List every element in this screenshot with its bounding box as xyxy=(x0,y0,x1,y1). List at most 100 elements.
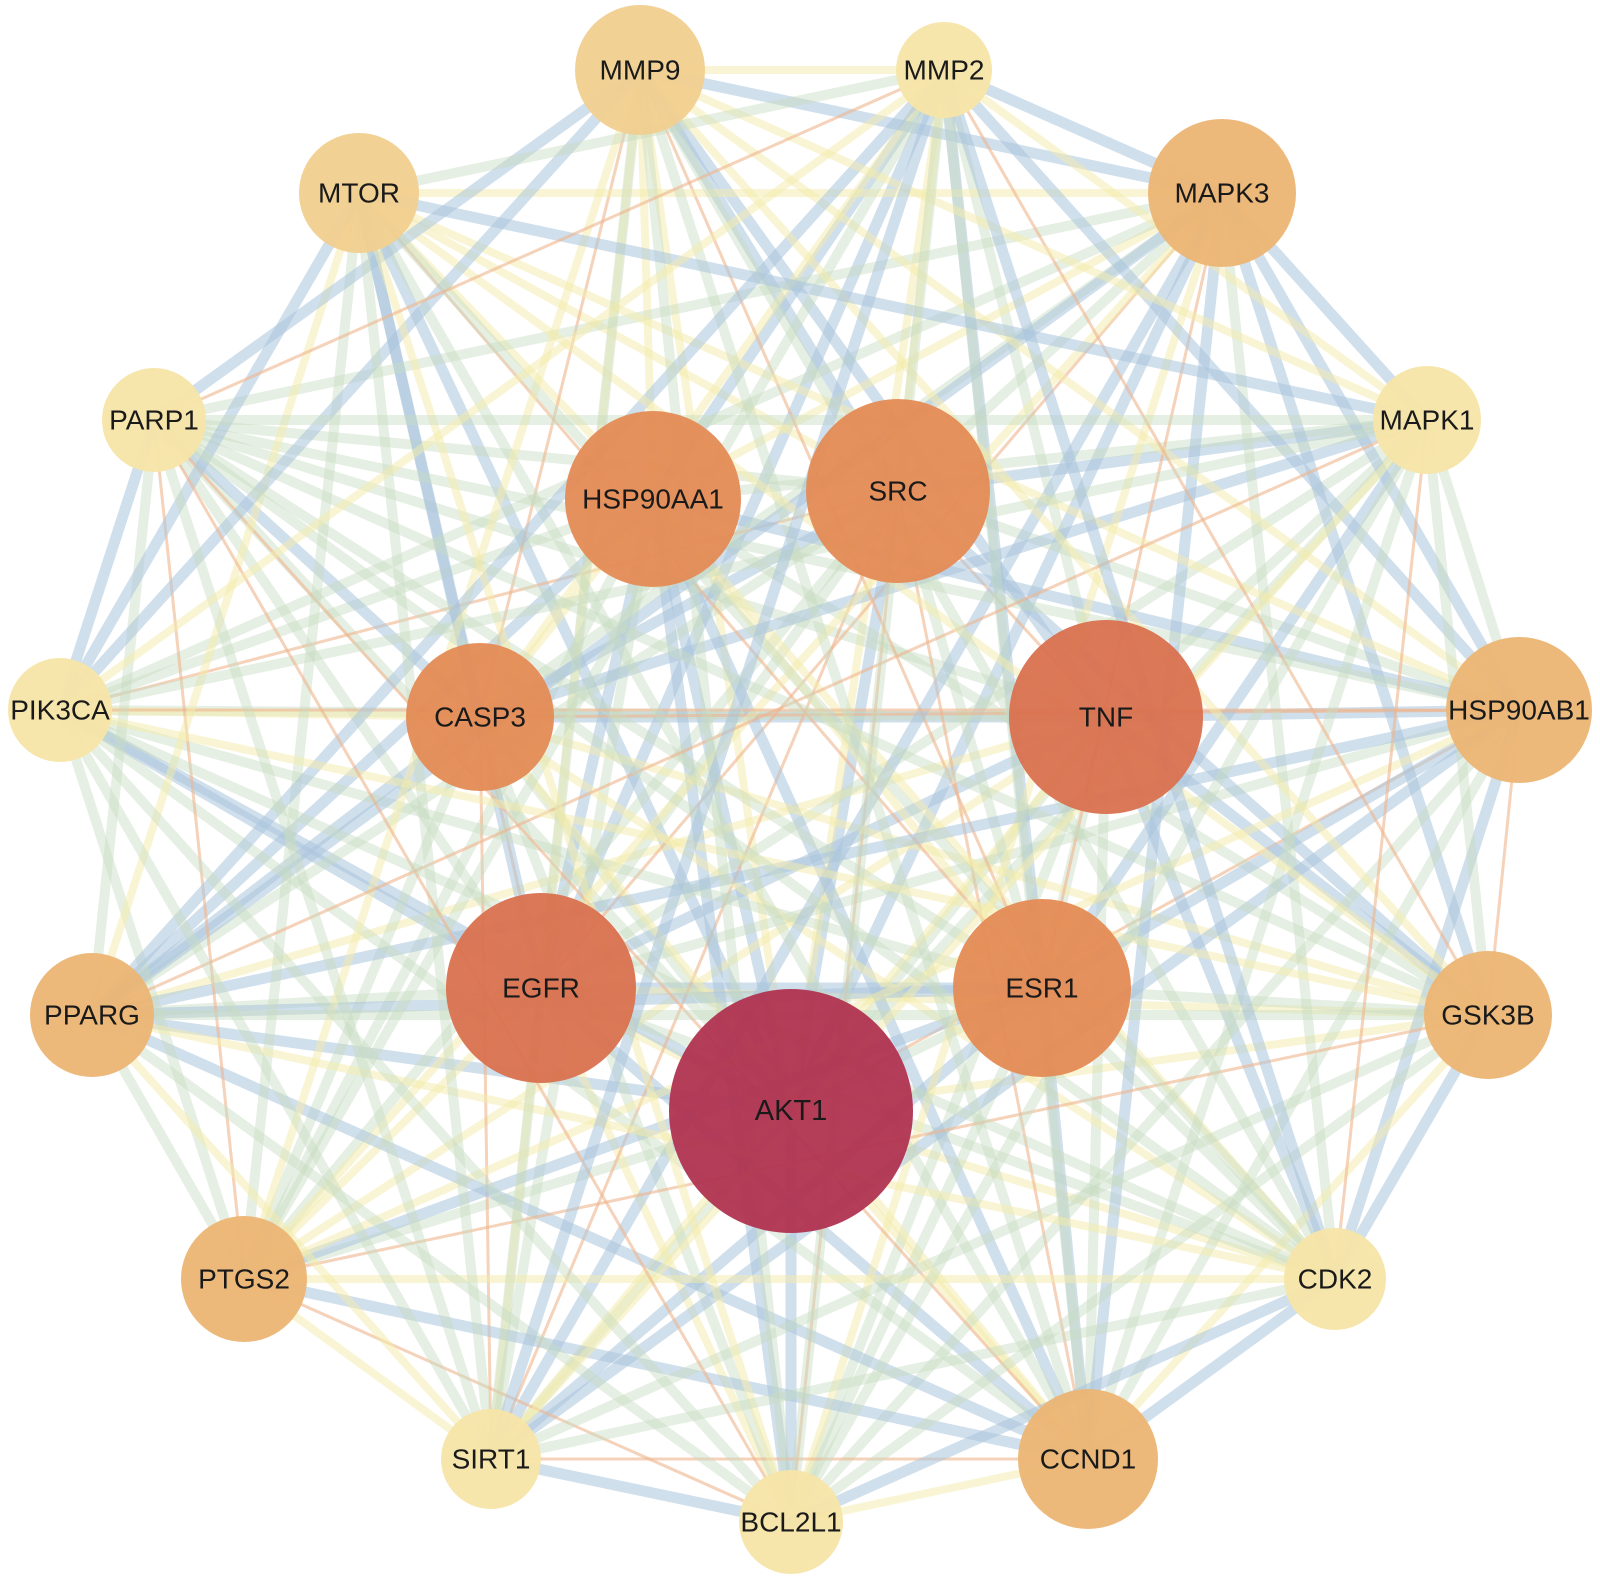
node-label-akt1: AKT1 xyxy=(755,1095,828,1127)
node-label-esr1: ESR1 xyxy=(1005,973,1078,1004)
edge-gsk3b-mmp9 xyxy=(636,66,1492,1019)
edge-hsp90ab1-mmp9 xyxy=(636,66,1523,714)
edge-gsk3b-mtor xyxy=(355,189,1492,1019)
edge-mapk3-parp1 xyxy=(149,188,1227,425)
node-circle-pparg xyxy=(30,953,154,1077)
node-label-parp1: PARP1 xyxy=(109,405,199,436)
node-label-casp3: CASP3 xyxy=(434,702,526,733)
edge-hsp90ab1-pparg xyxy=(86,704,1525,1021)
node-circle-ccnd1 xyxy=(1018,1389,1158,1529)
edge-mmp9-bcl2l1 xyxy=(635,65,796,1527)
node-bcl2l1[interactable]: BCL2L1 xyxy=(739,1470,843,1574)
edge-mmp2-sirt1 xyxy=(485,64,950,1465)
edge-esr1-mtor xyxy=(357,191,1044,990)
node-circle-tnf xyxy=(1009,620,1203,814)
edge-pik3ca-sirt1 xyxy=(55,705,496,1464)
edge-mmp9-sirt1 xyxy=(486,65,645,1464)
node-label-gsk3b: GSK3B xyxy=(1441,1000,1534,1031)
node-tnf[interactable]: TNF xyxy=(1009,620,1203,814)
node-parp1[interactable]: PARP1 xyxy=(102,368,206,472)
edge-mmp9-parp1 xyxy=(148,64,646,426)
edge-hsp90ab1-cdk2 xyxy=(1329,704,1525,1285)
node-circle-mmp2 xyxy=(896,22,992,118)
node-esr1[interactable]: ESR1 xyxy=(953,899,1131,1077)
node-mmp9[interactable]: MMP9 xyxy=(575,5,705,135)
node-mapk3[interactable]: MAPK3 xyxy=(1148,119,1296,267)
node-label-src: SRC xyxy=(868,476,927,507)
edge-hsp90ab1-parp1 xyxy=(149,415,1524,715)
node-label-mapk1: MAPK1 xyxy=(1380,405,1475,436)
edge-pparg-parp1 xyxy=(87,415,159,1020)
node-hsp90ab1[interactable]: HSP90AB1 xyxy=(1446,637,1592,783)
edge-ccnd1-gsk3b xyxy=(1084,1011,1492,1463)
edge-pparg-mtor xyxy=(88,189,363,1019)
node-mmp2[interactable]: MMP2 xyxy=(896,22,992,118)
edge-esr1-bcl2l1 xyxy=(786,983,1047,1527)
node-hsp90aa1[interactable]: HSP90AA1 xyxy=(565,411,741,587)
edge-parp1-cdk2 xyxy=(149,415,1340,1284)
edge-mtor-mapk1 xyxy=(353,187,1433,426)
edge-hsp90ab1-mmp2 xyxy=(938,64,1525,716)
edge-mapk3-mmp9 xyxy=(634,64,1228,199)
node-circle-parp1 xyxy=(102,368,206,472)
node-mapk1[interactable]: MAPK1 xyxy=(1373,366,1481,474)
node-label-egfr: EGFR xyxy=(502,973,580,1004)
edge-mapk3-hsp90ab1 xyxy=(1216,187,1525,716)
node-label-hsp90ab1: HSP90AB1 xyxy=(1448,695,1590,726)
edge-esr1-mapk3 xyxy=(1040,191,1224,990)
node-label-mapk3: MAPK3 xyxy=(1175,178,1270,209)
node-label-ptgs2: PTGS2 xyxy=(198,1264,290,1295)
edge-egfr-bcl2l1 xyxy=(537,984,795,1526)
node-pparg[interactable]: PPARG xyxy=(30,953,154,1077)
edge-ptgs2-bcl2l1 xyxy=(242,1277,793,1524)
node-gsk3b[interactable]: GSK3B xyxy=(1424,951,1552,1079)
node-mtor[interactable]: MTOR xyxy=(299,133,419,253)
edge-mapk1-pik3ca xyxy=(55,415,1432,715)
edge-pik3ca-bcl2l1 xyxy=(55,705,796,1527)
edge-tnf-cdk2 xyxy=(1100,711,1341,1285)
node-sirt1[interactable]: SIRT1 xyxy=(441,1409,541,1509)
node-circle-hsp90ab1 xyxy=(1446,637,1592,783)
edge-pparg-mmp2 xyxy=(86,64,950,1021)
node-egfr[interactable]: EGFR xyxy=(446,893,636,1083)
node-ccnd1[interactable]: CCND1 xyxy=(1018,1389,1158,1529)
node-label-hsp90aa1: HSP90AA1 xyxy=(582,484,724,515)
edge-mapk3-cdk2 xyxy=(1217,188,1340,1284)
edge-hsp90aa1-ccnd1 xyxy=(647,493,1094,1465)
edge-gsk3b-parp1 xyxy=(149,415,1493,1020)
edge-casp3-mapk1 xyxy=(474,414,1433,723)
edge-ccnd1-mmp2 xyxy=(939,65,1093,1464)
edge-ptgs2-mtor xyxy=(239,188,364,1284)
node-src[interactable]: SRC xyxy=(806,399,990,583)
edge-src-hsp90ab1 xyxy=(893,486,1524,715)
edge-pparg-mapk1 xyxy=(90,418,1429,1017)
node-circle-esr1 xyxy=(953,899,1131,1077)
edge-ccnd1-pparg xyxy=(86,1009,1094,1465)
edge-mapk3-ccnd1 xyxy=(1082,187,1228,1465)
node-cdk2[interactable]: CDK2 xyxy=(1284,1228,1386,1330)
node-akt1[interactable]: AKT1 xyxy=(669,989,913,1233)
node-label-mmp9: MMP9 xyxy=(600,55,681,86)
node-pik3ca[interactable]: PIK3CA xyxy=(8,658,112,762)
node-circle-hsp90aa1 xyxy=(565,411,741,587)
node-casp3[interactable]: CASP3 xyxy=(406,643,554,791)
edge-mtor-bcl2l1 xyxy=(355,189,795,1526)
edge-ccnd1-pik3ca xyxy=(55,705,1093,1464)
node-circle-pik3ca xyxy=(8,658,112,762)
node-circle-mmp9 xyxy=(575,5,705,135)
edge-ccnd1-ptgs2 xyxy=(238,1273,1094,1465)
edge-mmp2-bcl2l1 xyxy=(786,65,949,1527)
edge-hsp90aa1-mapk3 xyxy=(649,189,1226,503)
edge-casp3-mmp9 xyxy=(478,68,642,719)
edge-mtor-sirt1 xyxy=(354,188,496,1464)
edge-cdk2-sirt1 xyxy=(486,1274,1340,1464)
node-label-mtor: MTOR xyxy=(318,178,400,209)
edge-hsp90ab1-ptgs2 xyxy=(240,706,1523,1283)
edge-egfr-parp1 xyxy=(149,415,546,993)
edge-gsk3b-bcl2l1 xyxy=(786,1010,1493,1527)
edge-mapk3-bcl2l1 xyxy=(787,189,1226,1526)
edge-egfr-mapk1 xyxy=(536,415,1432,993)
node-ptgs2[interactable]: PTGS2 xyxy=(181,1216,307,1342)
edge-esr1-hsp90ab1 xyxy=(1036,704,1525,994)
